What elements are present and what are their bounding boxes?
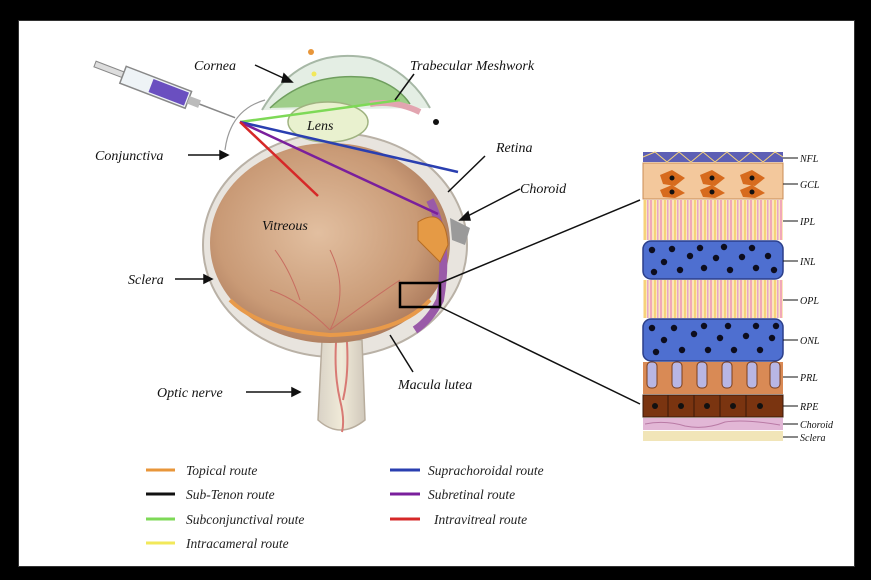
layer-choroid-band [643, 418, 783, 430]
layer-label-inl: INL [799, 257, 816, 268]
layer-label-ipl: IPL [799, 217, 815, 228]
layer-label-nfl: NFL [799, 154, 819, 165]
label-vitreous: Vitreous [262, 219, 308, 234]
label-cornea: Cornea [194, 59, 236, 74]
layer-label-sclera: Sclera [800, 433, 826, 444]
layer-ticks [783, 158, 798, 437]
label-conjunctiva: Conjunctiva [95, 149, 163, 164]
label-sclera: Sclera [128, 273, 164, 288]
syringe-needle [200, 104, 235, 118]
retinal-layers [643, 152, 783, 441]
syringe-plunger [94, 61, 124, 77]
layer-label-gcl: GCL [800, 180, 820, 191]
legend-label-topical: Topical route [186, 463, 257, 478]
optic-nerve [318, 340, 365, 430]
topical-drop [308, 49, 314, 55]
label-retina: Retina [495, 141, 533, 156]
legend-label-subconjunctival: Subconjunctival route [186, 512, 304, 527]
legend-label-intracameral: Intracameral route [185, 536, 289, 551]
label-trabecular: Trabecular Meshwork [410, 59, 535, 74]
label-choroid: Choroid [520, 182, 567, 197]
layer-label-opl: OPL [800, 296, 819, 307]
legend-label-subretinal: Subretinal route [428, 487, 515, 502]
layer-label-prl: PRL [799, 373, 818, 384]
subtenon-dot [433, 119, 439, 125]
label-optic-nerve: Optic nerve [157, 386, 223, 401]
label-lens: Lens [306, 119, 334, 134]
layer-sclera-band [643, 431, 783, 441]
layer-label-rpe: RPE [799, 402, 818, 413]
label-macula: Macula lutea [397, 378, 472, 393]
intracameral-dot [312, 72, 317, 77]
eye-globe [203, 49, 470, 432]
legend: Topical route Sub-Tenon route Subconjunc… [146, 463, 544, 551]
layer-prl-band [643, 362, 783, 394]
layer-label-onl: ONL [800, 336, 820, 347]
legend-label-intravitreal: Intravitreal route [433, 512, 527, 527]
layer-ipl-band [643, 200, 783, 240]
legend-label-subtenon: Sub-Tenon route [186, 487, 275, 502]
legend-label-suprachoroidal: Suprachoroidal route [428, 463, 544, 478]
layer-label-choroid: Choroid [800, 420, 834, 431]
layer-opl-band [643, 280, 783, 318]
